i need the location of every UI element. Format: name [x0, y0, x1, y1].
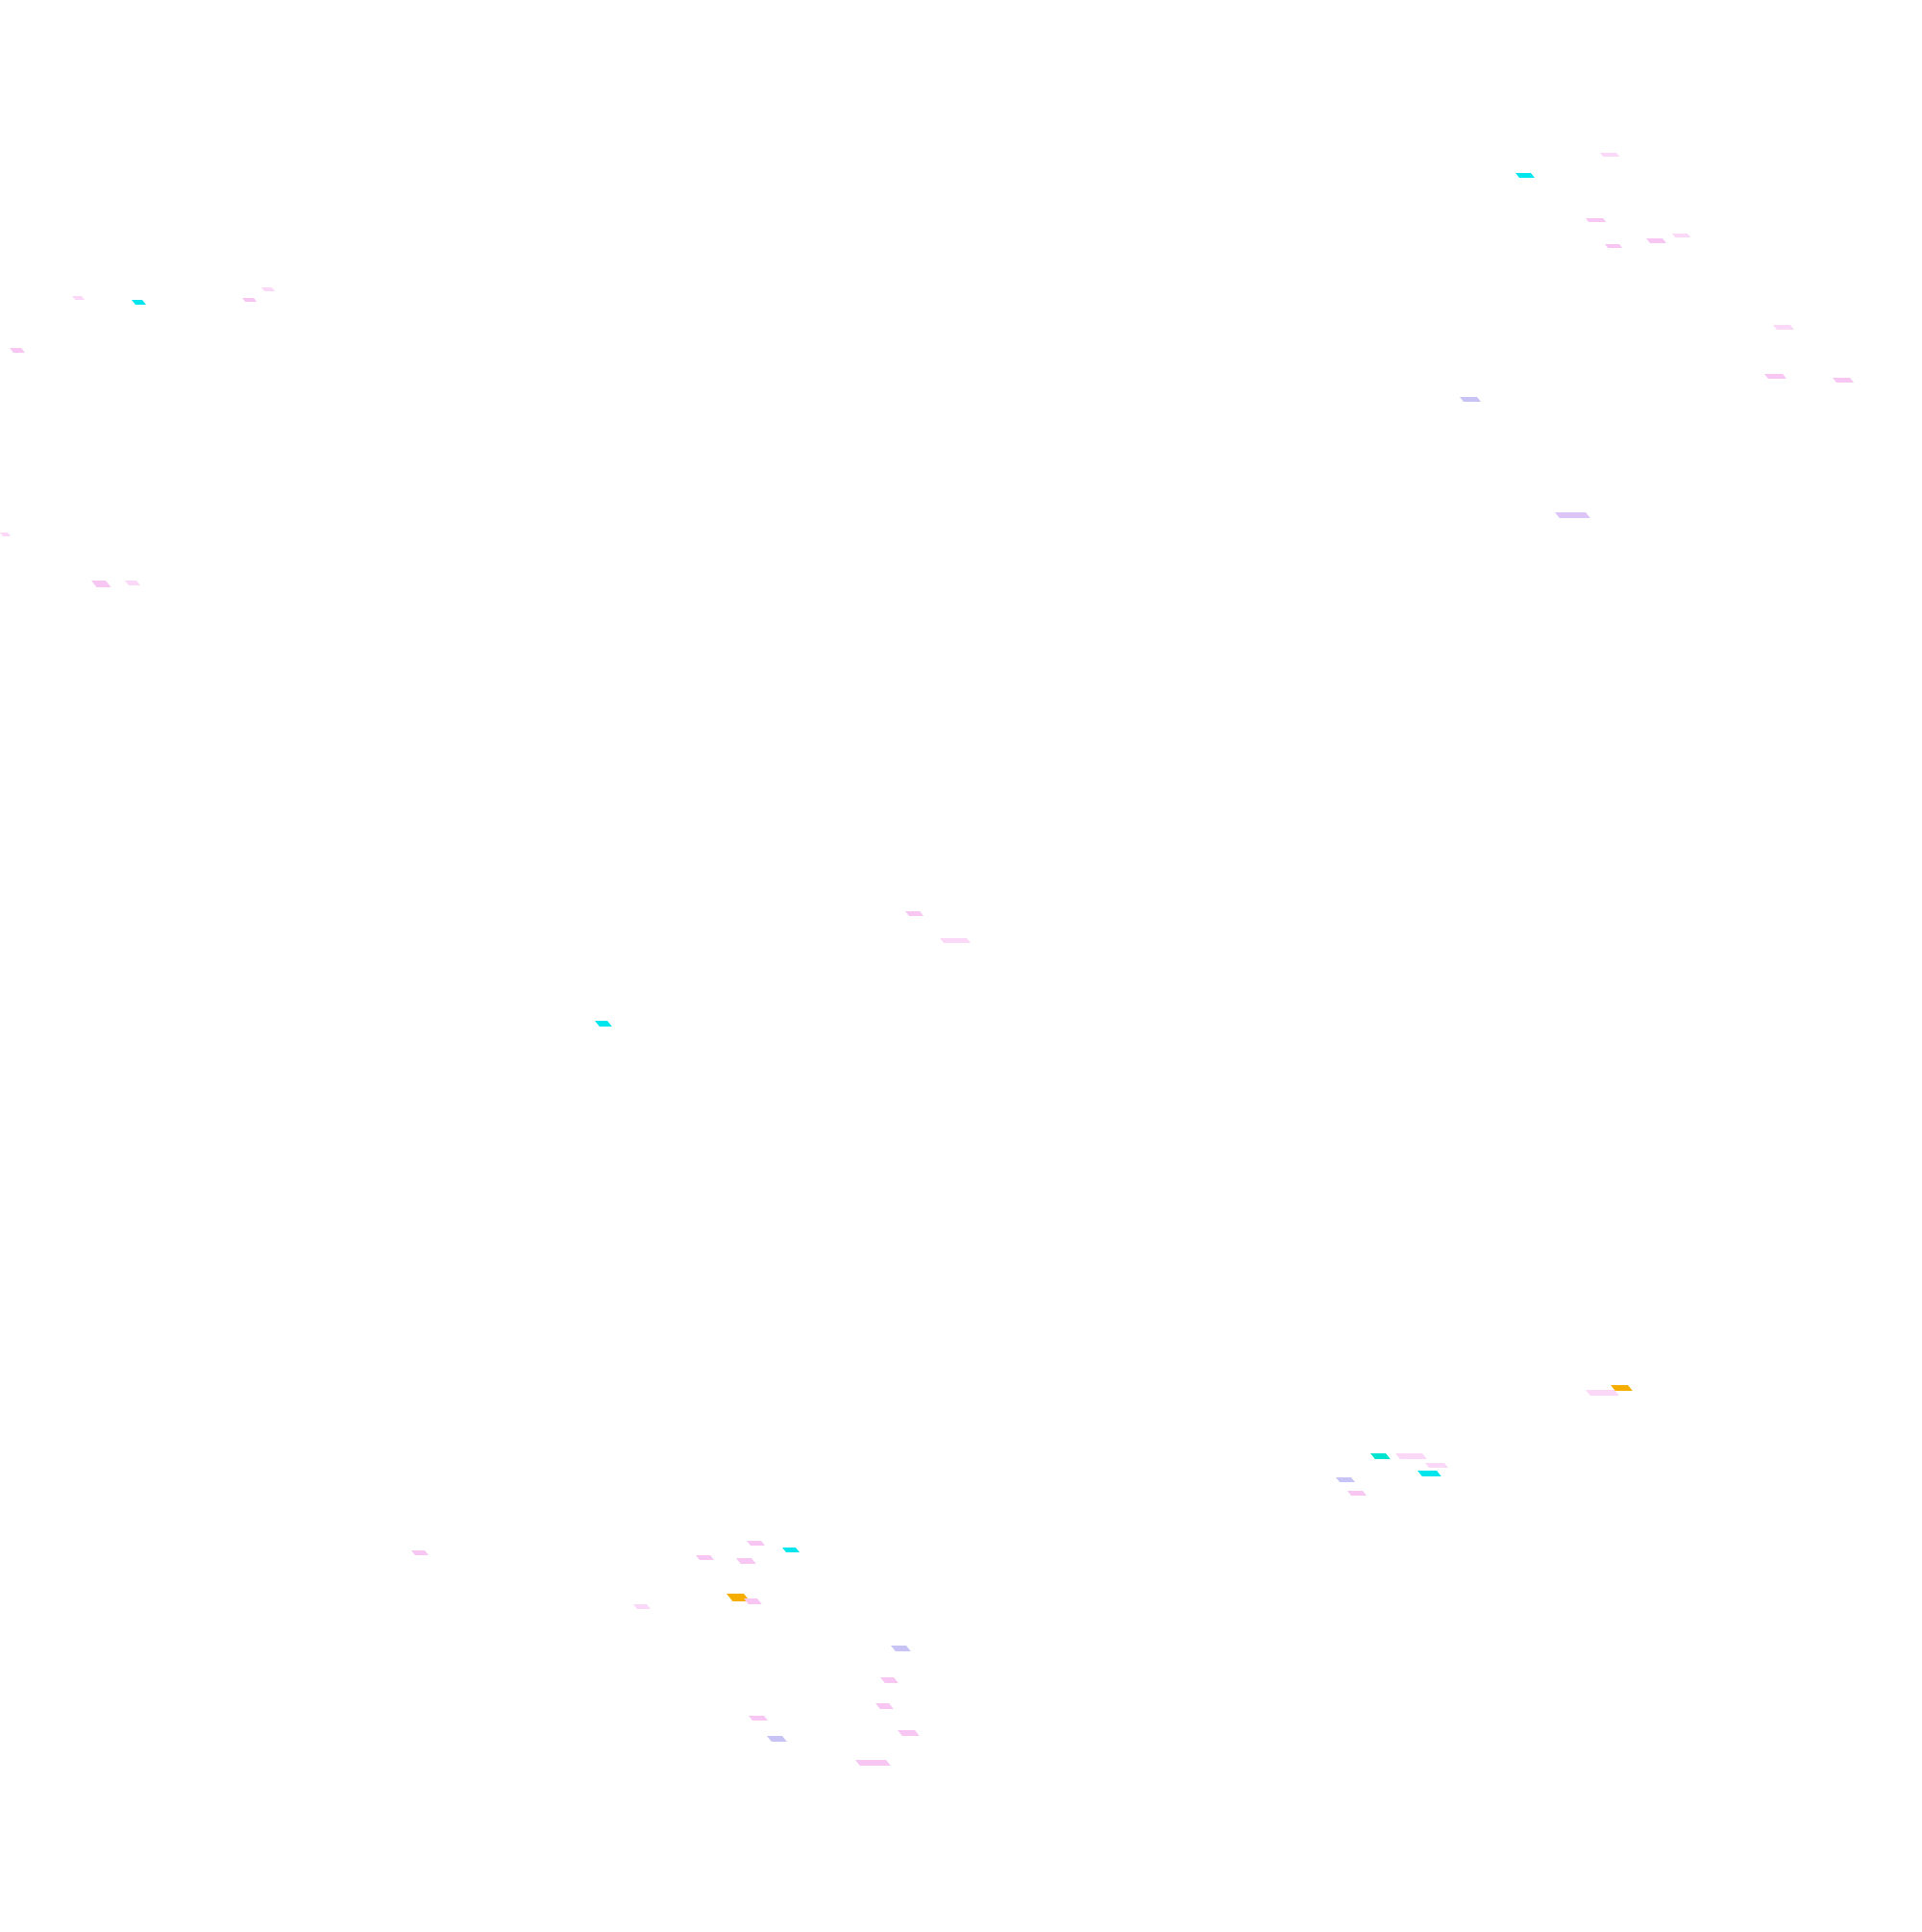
- confetti-fleck: [125, 581, 140, 585]
- confetti-fleck: [1646, 238, 1666, 243]
- confetti-fleck: [1600, 153, 1620, 157]
- confetti-fleck: [727, 1594, 751, 1601]
- confetti-fleck: [736, 1558, 756, 1564]
- confetti-fleck: [696, 1555, 714, 1560]
- confetti-fleck: [1586, 218, 1607, 222]
- confetti-fleck: [72, 296, 86, 300]
- confetti-fleck: [1605, 244, 1623, 248]
- confetti-fleck: [261, 287, 276, 291]
- confetti-fleck: [749, 1716, 768, 1721]
- confetti-fleck: [1515, 173, 1535, 178]
- confetti-fleck: [0, 533, 12, 536]
- confetti-fleck: [1417, 1471, 1442, 1476]
- confetti-fleck: [891, 1646, 911, 1651]
- confetti-fleck: [411, 1550, 429, 1555]
- confetti-fleck: [1611, 1385, 1633, 1391]
- confetti-fleck: [10, 348, 25, 353]
- confetti-fleck: [242, 298, 258, 302]
- confetti-fleck: [1586, 1390, 1619, 1396]
- confetti-fleck: [1460, 397, 1481, 402]
- confetti-fleck: [595, 1021, 612, 1027]
- confetti-fleck: [91, 581, 111, 587]
- confetti-fleck: [1347, 1491, 1367, 1496]
- confetti-fleck: [1395, 1453, 1427, 1459]
- confetti-fleck: [132, 300, 146, 305]
- confetti-fleck: [905, 911, 924, 916]
- confetti-fleck: [767, 1736, 787, 1742]
- confetti-fleck: [1425, 1463, 1448, 1468]
- confetti-fleck: [875, 1703, 894, 1709]
- confetti-fleck: [898, 1730, 920, 1736]
- confetti-fleck: [1833, 378, 1854, 383]
- confetti-fleck: [1336, 1477, 1355, 1482]
- confetti-fleck: [747, 1541, 765, 1546]
- confetti-fleck: [855, 1760, 891, 1766]
- confetti-fleck: [1672, 234, 1691, 237]
- confetti-fleck: [633, 1604, 651, 1609]
- confetti-fleck: [1555, 512, 1590, 518]
- confetti-fleck: [1370, 1453, 1391, 1459]
- confetti-fleck: [880, 1677, 899, 1683]
- confetti-fleck: [1773, 325, 1794, 330]
- confetti-fleck: [940, 938, 971, 943]
- confetti-fleck: [744, 1598, 762, 1604]
- confetti-fleck: [1764, 374, 1786, 379]
- confetti-fleck: [782, 1548, 800, 1552]
